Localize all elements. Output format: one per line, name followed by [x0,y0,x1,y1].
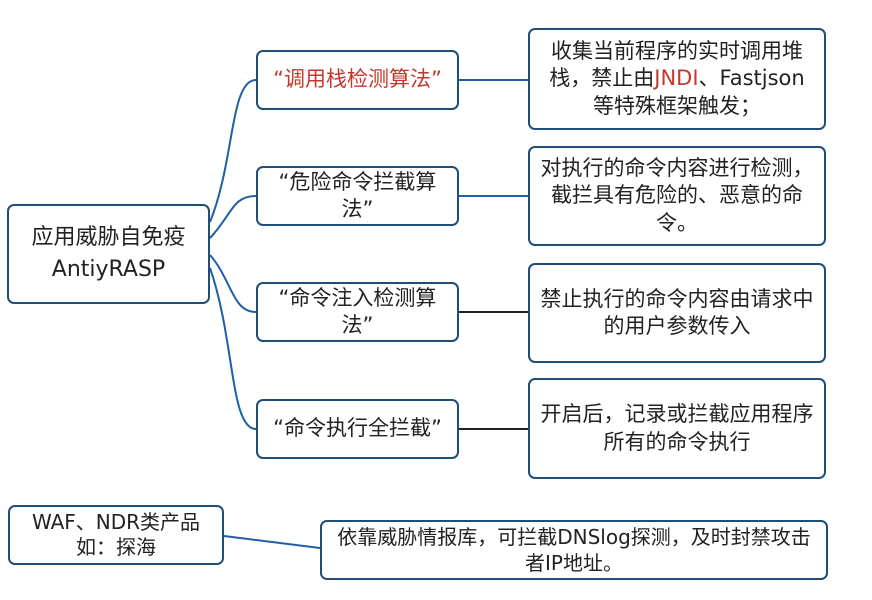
desc-1-text-b: 、Fastjson等特殊框架触发； [593,66,805,118]
branch-line-algo-4 [209,267,257,430]
waf-node: WAF、NDR类产品如：探海 [8,505,224,565]
branch-line-algo-2 [209,195,257,239]
root-subtitle: AntiyRASP [51,257,166,282]
algo-node-3: “命令注入检测算法” [256,282,459,342]
root-title: 应用威胁自免疫 [31,225,186,251]
branch-line-algo-3 [209,254,257,313]
root-node: 应用威胁自免疫 AntiyRASP [7,204,210,304]
algo-node-4: “命令执行全拦截” [256,399,459,459]
desc-node-3: 禁止执行的命令内容由请求中的用户参数传入 [528,263,826,363]
desc-node-2: 对执行的命令内容进行检测，截拦具有危险的、恶意的命令。 [528,146,826,246]
branch-line-algo-1 [209,79,257,223]
desc-1-highlight: JNDI [654,66,699,91]
link-line-waf [223,535,321,549]
desc-node-1: 收集当前程序的实时调用堆栈，禁止由JNDI、Fastjson等特殊框架触发； [528,28,826,130]
desc-1-text-a: 收集当前程序的实时调用堆栈，禁止由 [549,39,803,91]
threat-intel-node: 依靠威胁情报库，可拦截DNSlog探测，及时封禁攻击者IP地址。 [320,520,828,580]
desc-node-4: 开启后，记录或拦截应用程序所有的命令执行 [528,378,826,479]
algo-node-2: “危险命令拦截算法” [256,166,459,226]
algo-node-1: “调用栈检测算法” [256,50,459,110]
